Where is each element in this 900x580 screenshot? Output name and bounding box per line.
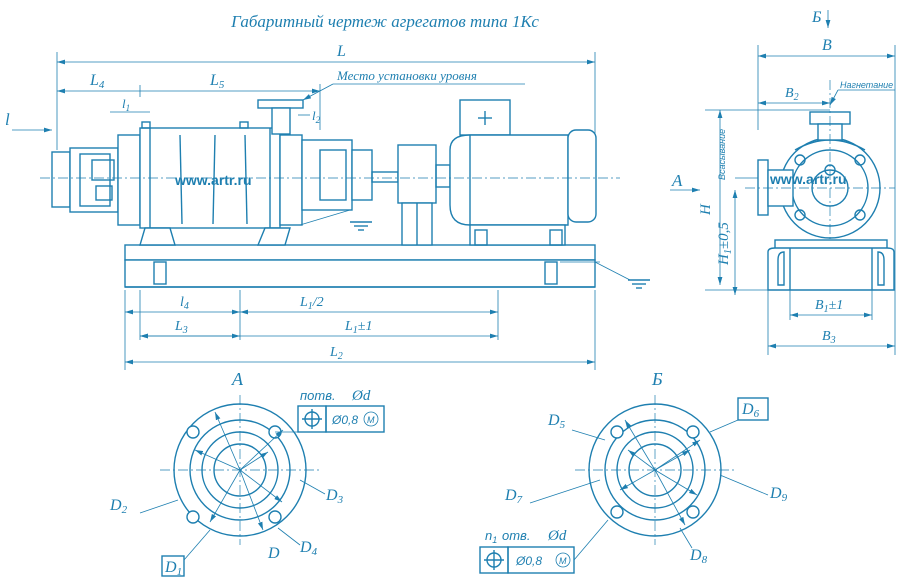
dim-bottom-L1-half: L1/2 <box>299 295 324 312</box>
side-view: Б B Нагнетание B2 H H1±0,5 Всасывание А <box>670 9 896 355</box>
view-A-marker: А <box>671 171 683 190</box>
dim-l2: l2 <box>312 108 321 125</box>
dim-l: l <box>5 110 10 129</box>
flange-b-m: M <box>559 556 567 566</box>
dim-B3: B3 <box>822 329 836 346</box>
dim-B1: B1±1 <box>815 298 843 315</box>
flange-b-d: Ød <box>547 528 567 544</box>
label-D: D <box>267 545 280 562</box>
flange-a-tolerance: Ø0,8 <box>331 413 358 427</box>
watermark-side: www.artr.ru <box>769 171 847 187</box>
level-place-label: Место установки уровня <box>336 68 477 83</box>
dim-L4: L4 <box>89 72 105 91</box>
label-D7: D7 <box>504 487 523 506</box>
watermark-main: www.artr.ru <box>174 172 252 188</box>
label-D9: D9 <box>769 485 788 504</box>
label-D2: D2 <box>109 497 128 516</box>
label-D1: D1 <box>164 559 182 578</box>
dim-l1: l1 <box>122 96 130 113</box>
dim-L: L <box>336 43 346 60</box>
label-D4: D4 <box>299 539 318 558</box>
dim-B2: B2 <box>785 86 799 103</box>
dim-bottom-L3: L3 <box>174 319 188 336</box>
dim-bottom-L2: L2 <box>329 345 343 362</box>
main-view: L L4 L5 Место установки уровня l l1 l2 l… <box>5 43 650 370</box>
label-D8: D8 <box>689 547 708 566</box>
flange-b-tolerance: Ø0,8 <box>515 554 542 568</box>
side-view-label: Б <box>811 9 822 26</box>
dim-H1: H1±0,5 <box>716 222 734 266</box>
nagnetanie-label: Нагнетание <box>840 80 893 90</box>
drawing-title: Габаритный чертеж агрегатов типа 1Кс <box>230 12 539 31</box>
label-D5: D5 <box>547 412 566 431</box>
flange-a: А потв. Ød Ø0,8 M D2 D3 D4 <box>109 369 385 578</box>
flange-b: Б D5 D6 D7 D9 D8 n1 отв. Ød <box>479 369 788 574</box>
flange-b-label: Б <box>651 369 663 389</box>
flange-a-label: А <box>231 369 244 389</box>
label-D3: D3 <box>325 487 344 506</box>
dim-bottom-l4: l4 <box>180 295 189 312</box>
label-D6: D6 <box>741 401 760 420</box>
flange-b-holes: отв. <box>502 528 530 543</box>
vsasyvanie-label: Всасывание <box>717 129 727 180</box>
dim-H: H <box>698 203 714 216</box>
flange-a-holes: потв. <box>300 388 336 403</box>
dim-bottom-L1-tol: L1±1 <box>344 319 372 336</box>
flange-b-n: n1 <box>485 528 497 545</box>
flange-a-m: M <box>367 415 375 425</box>
dim-B: B <box>822 37 832 54</box>
flange-a-d: Ød <box>351 388 371 404</box>
dim-L5: L5 <box>209 72 225 91</box>
